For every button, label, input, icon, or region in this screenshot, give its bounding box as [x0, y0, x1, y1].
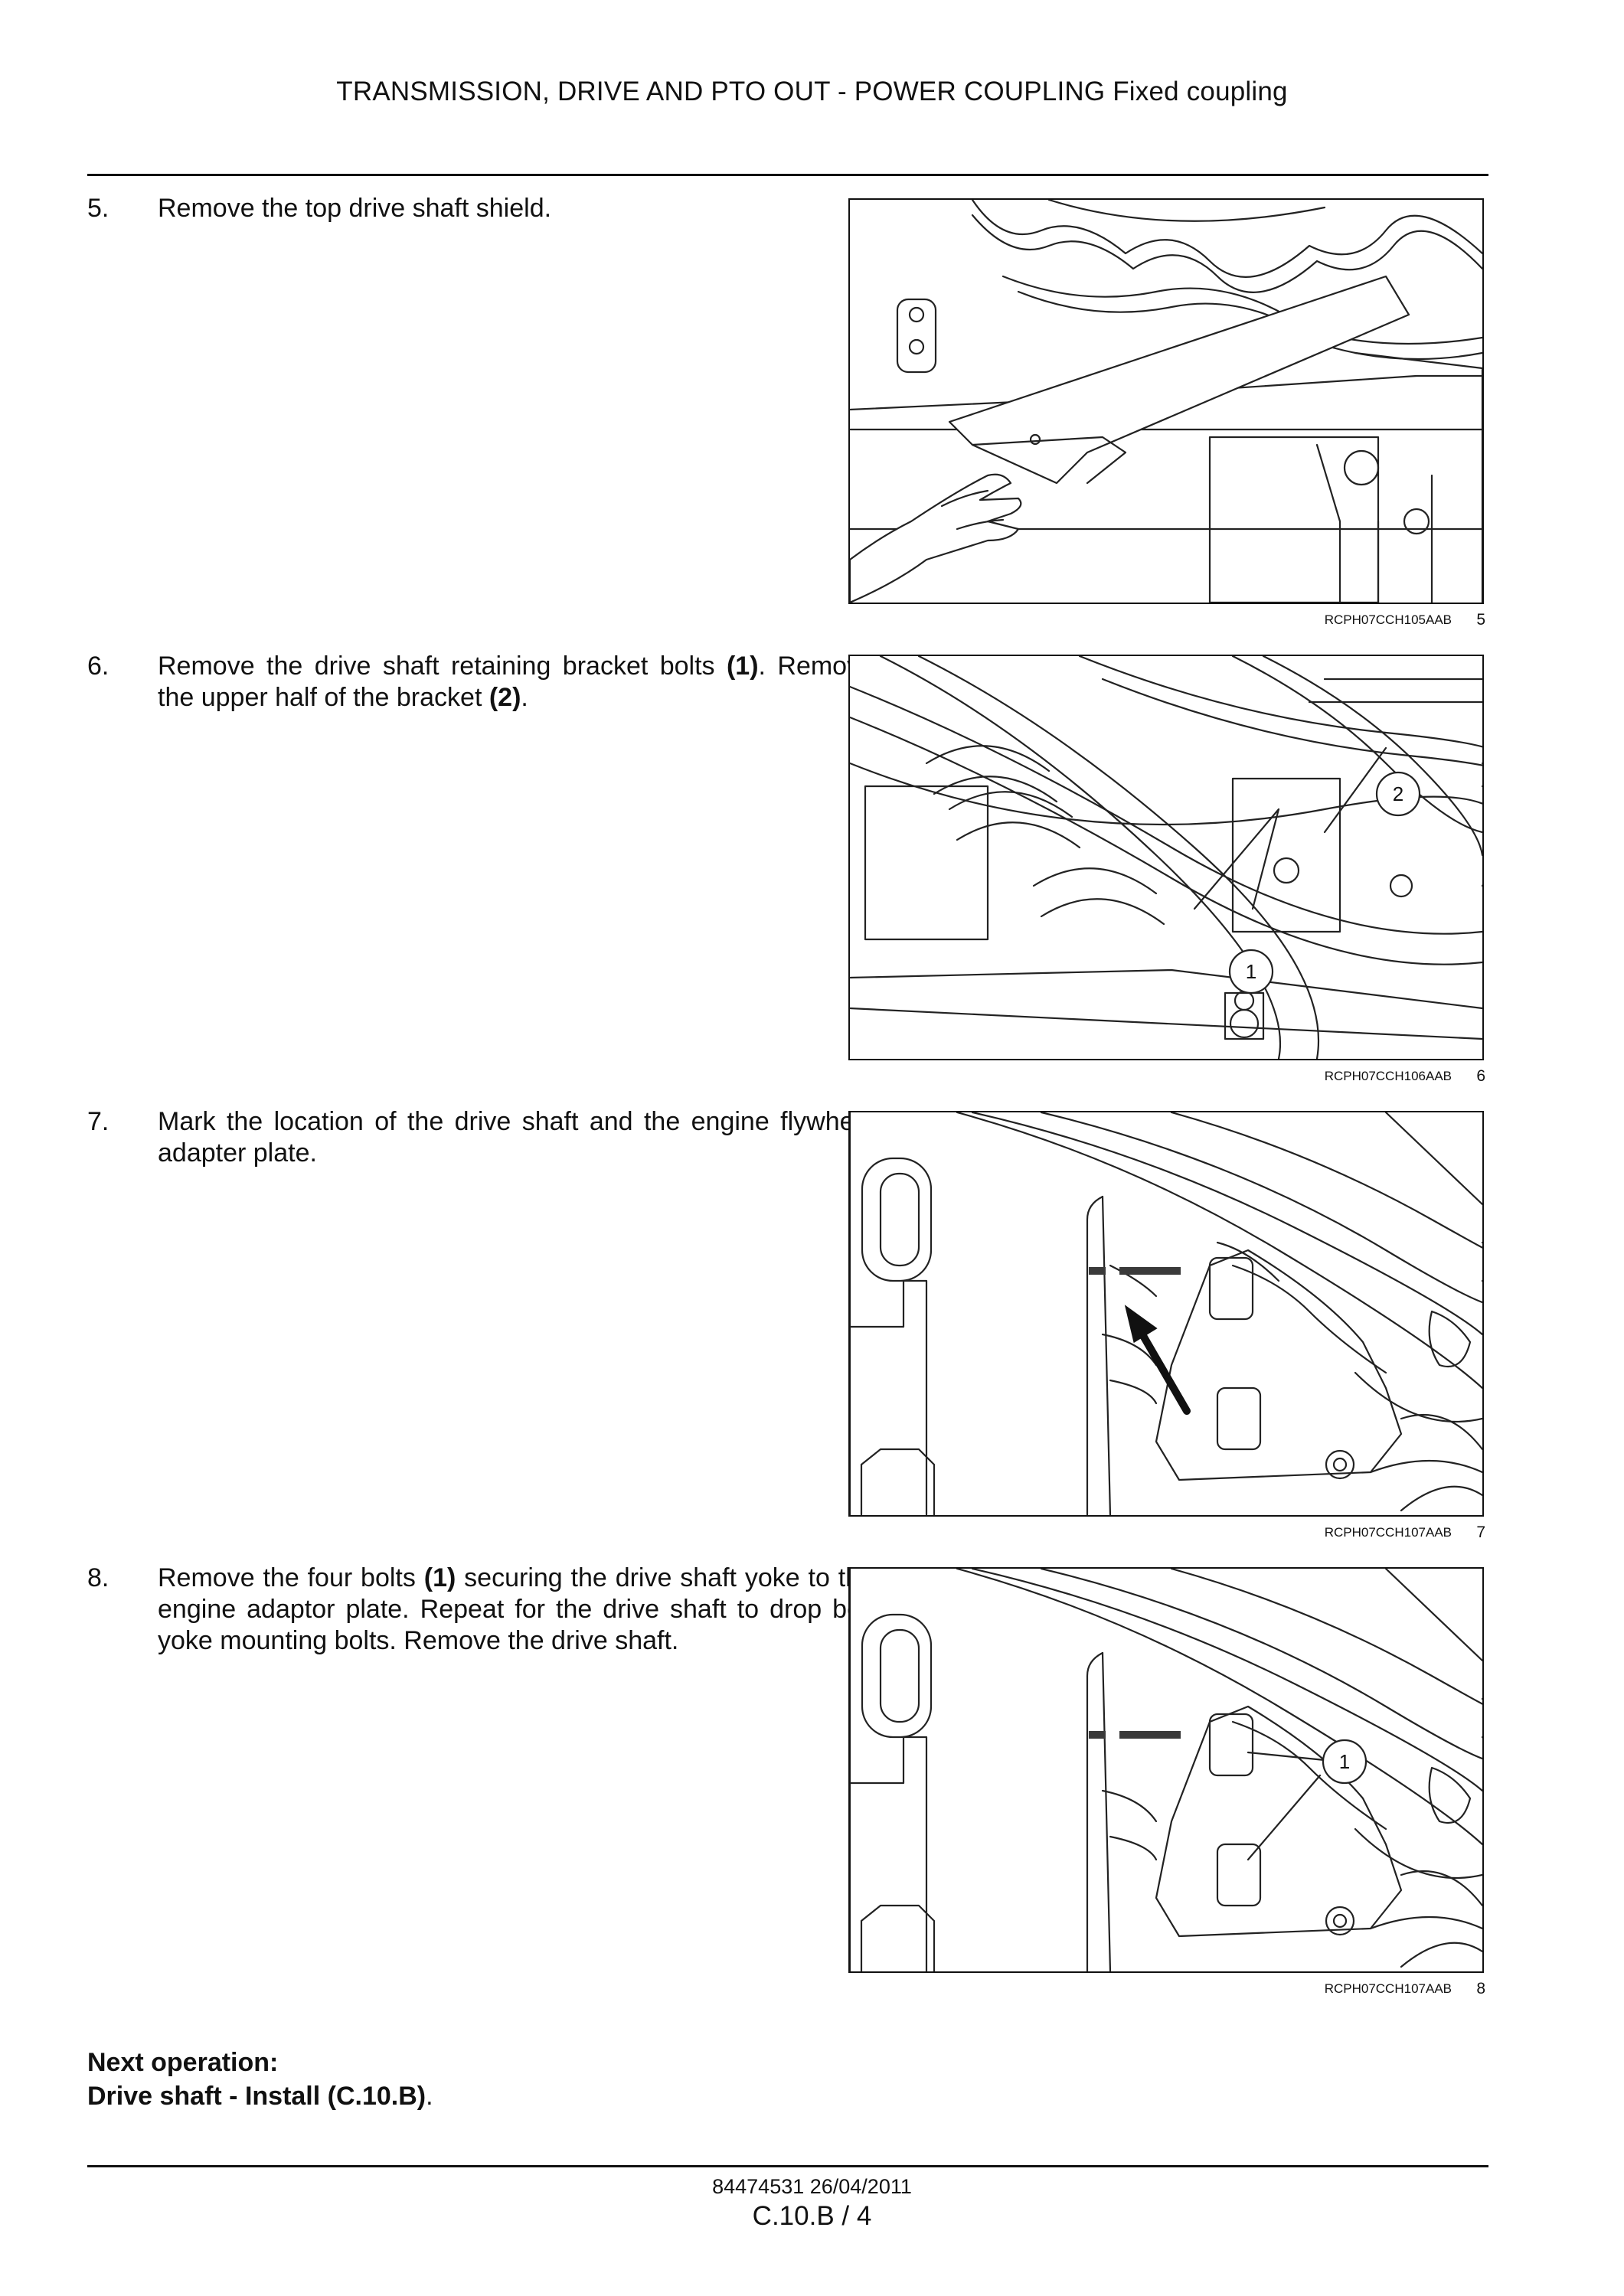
alignment-mark	[1089, 1267, 1181, 1275]
figure-7-caption: RCPH07CCH107AAB 7	[848, 1524, 1485, 1543]
figure-7	[848, 1111, 1484, 1517]
text-run: Remove the four bolts	[158, 1563, 424, 1592]
figure-number: 8	[1476, 1980, 1485, 1997]
header-rule	[87, 174, 1488, 176]
text-run: Remove the top drive shaft shield.	[158, 194, 552, 223]
step-number: 5.	[87, 194, 109, 223]
step-number: 8.	[87, 1563, 109, 1592]
figure-5-caption: RCPH07CCH105AAB 5	[848, 611, 1485, 631]
illustration-retaining-bracket: 2 1	[850, 656, 1482, 1059]
svg-text:1: 1	[1246, 960, 1256, 983]
text-run: Remove the drive shaft retaining bracket…	[158, 652, 727, 681]
figure-code: RCPH07CCH106AAB	[1324, 1069, 1452, 1083]
figure-8: 1	[848, 1567, 1484, 1973]
illustration-drive-shaft-shield	[850, 200, 1482, 603]
figure-number: 5	[1476, 611, 1485, 629]
text-run: securing the drive shaft yoke to the eng…	[158, 1563, 875, 1655]
step-number: 7.	[87, 1107, 109, 1136]
step-text: Remove the top drive shaft shield.	[158, 193, 874, 224]
step-text: Remove the four bolts (1) securing the d…	[158, 1563, 874, 1657]
figure-8-caption: RCPH07CCH107AAB 8	[848, 1980, 1485, 2000]
callout-ref: (1)	[726, 652, 759, 681]
footer-page-number: C.10.B / 4	[752, 2201, 872, 2231]
step-text: Mark the location of the drive shaft and…	[158, 1106, 874, 1169]
text-run: .	[521, 683, 528, 712]
next-operation-label: Next operation:	[87, 2048, 279, 2077]
figure-number: 6	[1476, 1067, 1485, 1085]
illustration-alignment-mark	[850, 1112, 1482, 1515]
text-run: Mark the location of the drive shaft and…	[158, 1107, 874, 1168]
next-operation-line: Drive shaft - Install (C.10.B).	[87, 2079, 433, 2113]
page-header-title: TRANSMISSION, DRIVE AND PTO OUT - POWER …	[336, 77, 1288, 106]
figure-number: 7	[1476, 1524, 1485, 1541]
figure-code: RCPH07CCH107AAB	[1324, 1525, 1452, 1540]
callout-1: 1	[1228, 949, 1274, 994]
figure-code: RCPH07CCH107AAB	[1324, 1981, 1452, 1996]
step-text: Remove the drive shaft retaining bracket…	[158, 651, 874, 714]
illustration-yoke-bolts: 1	[850, 1569, 1482, 1971]
figure-6-caption: RCPH07CCH106AAB 6	[848, 1067, 1485, 1087]
callout-ref: (1)	[423, 1563, 456, 1592]
next-operation-link[interactable]: Drive shaft - Install (C.10.B)	[87, 2082, 426, 2111]
next-operation-suffix: .	[426, 2082, 433, 2111]
text-run: . Remove the upper half of the bracket	[158, 652, 875, 712]
arrow-indicator	[1124, 1305, 1191, 1415]
figure-5	[848, 198, 1484, 604]
svg-text:1: 1	[1339, 1750, 1350, 1773]
step-number: 6.	[87, 652, 109, 681]
svg-text:2: 2	[1393, 782, 1403, 805]
callout-1: 1	[1322, 1739, 1367, 1785]
figure-6: 2 1	[848, 655, 1484, 1060]
footer-doc-info: 84474531 26/04/2011	[712, 2175, 912, 2198]
footer-rule	[87, 2165, 1488, 2167]
figure-code: RCPH07CCH105AAB	[1324, 612, 1452, 627]
callout-ref: (2)	[489, 683, 521, 712]
next-operation: Next operation: Drive shaft - Install (C…	[87, 2046, 433, 2113]
callout-2: 2	[1375, 771, 1421, 817]
